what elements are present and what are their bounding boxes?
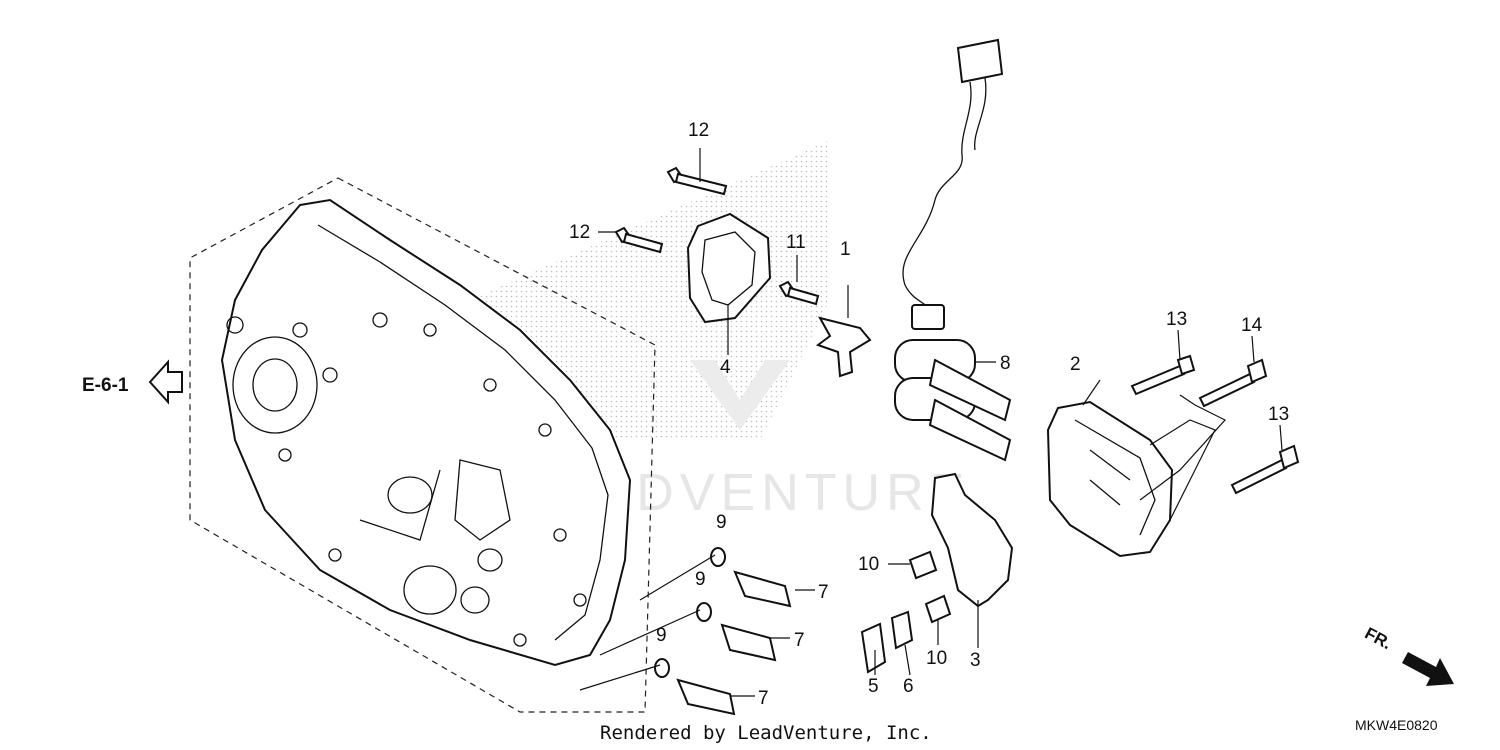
callout-10-lower[interactable]: 10 [926, 648, 947, 669]
callout-4[interactable]: 4 [720, 357, 731, 378]
reference-link-e-6-1[interactable]: E-6-1 [82, 359, 183, 405]
front-direction-indicator: FR. [1362, 624, 1454, 686]
sensor-6[interactable] [890, 610, 914, 650]
bolt-11[interactable] [778, 280, 820, 306]
bracket-4[interactable] [686, 212, 772, 324]
callout-7-upper[interactable]: 7 [818, 582, 829, 603]
callout-13-lower[interactable]: 13 [1268, 404, 1289, 425]
switch-7-lower[interactable] [676, 678, 736, 716]
callout-9-middle[interactable]: 9 [695, 569, 706, 590]
seal-5[interactable] [860, 622, 887, 674]
reference-label[interactable]: E-6-1 [82, 375, 129, 396]
o-ring-9-upper[interactable] [710, 547, 726, 567]
bolt-12-upper[interactable] [666, 166, 728, 196]
credit-text: Rendered by LeadVenture, Inc. [600, 722, 932, 744]
callout-12-lower[interactable]: 12 [569, 222, 590, 243]
callout-2[interactable]: 2 [1070, 354, 1081, 375]
callout-1[interactable]: 1 [840, 239, 851, 260]
separator-plate-3[interactable] [930, 472, 1014, 608]
callout-5[interactable]: 5 [868, 676, 879, 697]
callout-13-upper[interactable]: 13 [1166, 309, 1187, 330]
callout-11[interactable]: 11 [786, 232, 806, 253]
dowel-10-lower[interactable] [924, 594, 952, 624]
bolt-13-lower[interactable] [1230, 444, 1300, 495]
clip-1[interactable] [815, 316, 872, 378]
callout-7-lower[interactable]: 7 [758, 688, 769, 709]
callout-9-upper[interactable]: 9 [716, 512, 727, 533]
arrow-left-outline-icon [148, 359, 183, 405]
bracket-4-detail [701, 231, 756, 306]
dowel-10-upper[interactable] [908, 550, 938, 580]
o-ring-9-lower[interactable] [654, 658, 670, 678]
bolt-13-upper[interactable] [1130, 354, 1196, 396]
callout-8[interactable]: 8 [1000, 353, 1011, 374]
callout-6[interactable]: 6 [903, 676, 914, 697]
valve-body-2[interactable] [1046, 400, 1174, 558]
callout-10-upper[interactable]: 10 [858, 554, 879, 575]
leader-lines [579, 148, 1283, 697]
solenoid-harness-8[interactable] [275, 0, 1012, 462]
front-direction-arrow-icon [1402, 652, 1454, 686]
diagram-code: MKW4E0820 [1355, 717, 1438, 733]
valve-body-2-detail [1074, 419, 1156, 536]
callout-12-upper[interactable]: 12 [688, 120, 709, 141]
o-ring-9-middle[interactable] [696, 602, 712, 622]
crankcase-cover[interactable] [220, 198, 632, 667]
callout-7-middle[interactable]: 7 [794, 630, 805, 651]
callout-3[interactable]: 3 [970, 650, 981, 671]
callouts: 1 2 3 4 5 6 7 7 7 8 9 9 9 10 10 11 12 12… [569, 120, 1289, 709]
bolt-12-lower[interactable] [614, 226, 664, 254]
assembly-outline [189, 177, 656, 713]
bolt-14[interactable] [1198, 358, 1268, 408]
switch-7-upper[interactable] [733, 570, 792, 608]
switch-7-middle[interactable] [720, 623, 777, 662]
callout-14[interactable]: 14 [1241, 315, 1263, 336]
fr-label: FR. [1362, 624, 1395, 654]
callout-9-lower[interactable]: 9 [656, 625, 667, 646]
